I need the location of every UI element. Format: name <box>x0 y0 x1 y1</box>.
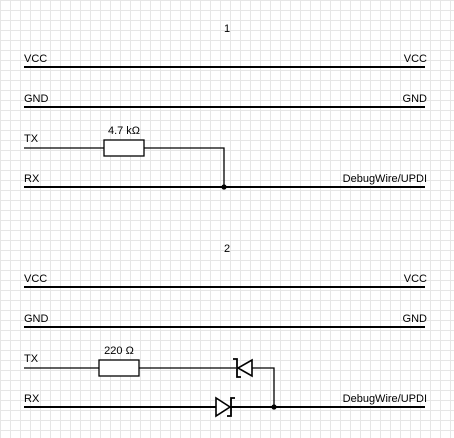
diagram-2-rx-label-left: RX <box>24 393 40 405</box>
diagram-2-number: 2 <box>224 243 230 255</box>
diagram-2-tx-to-rx-wire <box>252 367 275 407</box>
diagram-2-rx-label-right: DebugWire/UPDI <box>343 393 427 405</box>
diagram-2-vcc-label-right: VCC <box>404 273 427 285</box>
diagram-1-resistor <box>103 139 145 157</box>
diagram-1: 1 VCC VCC GND GND TX 4.7 kΩ RX DebugWire… <box>24 23 427 190</box>
diagram-2-junction-dot <box>271 404 277 410</box>
diagram-1-tx-label: TX <box>24 133 39 145</box>
diagram-1-vcc-label-left: VCC <box>24 53 47 65</box>
diagram-1-tx-to-rx-wire <box>144 147 225 187</box>
diagram-1-gnd-label-right: GND <box>403 93 428 105</box>
diagram-2-gnd-label-left: GND <box>24 313 49 325</box>
diagram-1-rx-label-right: DebugWire/UPDI <box>343 173 427 185</box>
diagram-2-zener-diode-rx <box>215 396 235 418</box>
diagram-1-rx-label-left: RX <box>24 173 40 185</box>
diagram-1-junction-dot <box>221 184 227 190</box>
diagram-2-vcc-label-left: VCC <box>24 273 47 285</box>
diagram-1-resistor-label: 4.7 kΩ <box>108 125 140 137</box>
diagram-2: 2 VCC VCC GND GND TX 220 Ω RX DebugWire/… <box>24 243 428 418</box>
diagram-1-number: 1 <box>224 23 230 35</box>
diagram-2-gnd-label-right: GND <box>403 313 428 325</box>
diagram-2-tx-label: TX <box>24 353 39 365</box>
diagram-1-gnd-label-left: GND <box>24 93 49 105</box>
diagram-2-resistor <box>98 359 140 377</box>
diagram-1-vcc-label-right: VCC <box>404 53 427 65</box>
diagram-2-resistor-label: 220 Ω <box>104 345 134 357</box>
